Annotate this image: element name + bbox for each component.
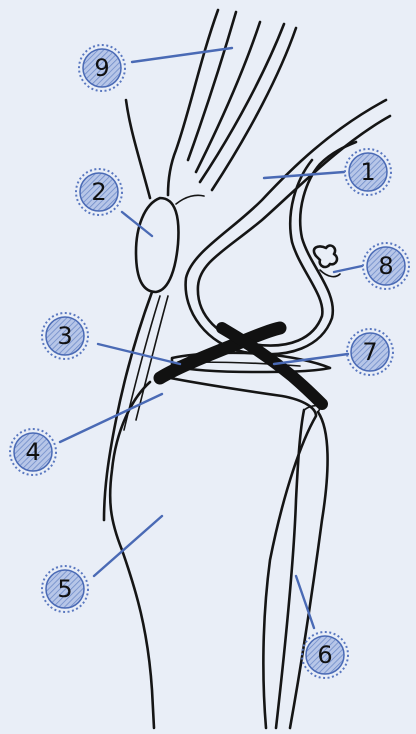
badge-6: 6 (302, 632, 348, 678)
badge-3: 3 (42, 313, 88, 359)
label-2: 2 (91, 178, 106, 206)
label-6: 6 (317, 641, 332, 669)
label-8: 8 (378, 252, 393, 280)
label-3: 3 (57, 322, 72, 350)
leader-line-8 (334, 266, 362, 272)
badge-1: 1 (345, 149, 391, 195)
badge-4: 4 (10, 429, 56, 475)
badge-5: 5 (42, 566, 88, 612)
leader-line-9 (132, 48, 232, 62)
badge-2: 2 (76, 169, 122, 215)
posterior-cruciate-ligament (222, 328, 322, 404)
label-9: 9 (94, 54, 109, 82)
badge-8: 8 (363, 243, 409, 289)
label-1: 1 (360, 158, 375, 186)
leader-line-4 (60, 394, 162, 442)
femur (186, 100, 390, 354)
leader-line-3 (98, 344, 180, 364)
label-5: 5 (57, 575, 72, 603)
badge-9: 9 (79, 45, 125, 91)
badge-7: 7 (347, 329, 393, 375)
patella (136, 195, 204, 292)
tibia (110, 376, 316, 728)
label-7: 7 (362, 338, 377, 366)
label-4: 4 (25, 438, 40, 466)
quadriceps-tendon (168, 10, 296, 195)
fibula (276, 406, 328, 728)
